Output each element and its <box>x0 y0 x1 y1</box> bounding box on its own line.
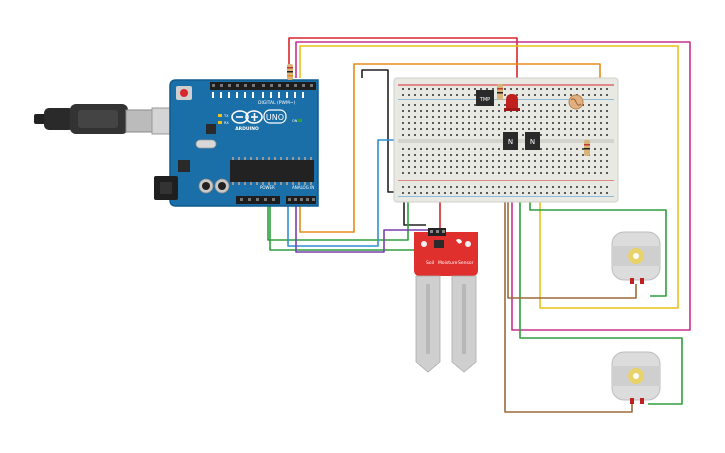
usb-chip <box>206 124 216 134</box>
soil-moisture-sensor[interactable]: Soil Moisture Sensor <box>414 228 478 373</box>
uno-text: UNO <box>266 113 284 122</box>
reset-button[interactable] <box>176 86 192 100</box>
brand-text: ARDUINO <box>235 126 259 132</box>
resistor-icon[interactable] <box>584 140 590 156</box>
resistor-icon[interactable] <box>287 64 293 80</box>
led-icon[interactable] <box>504 94 520 111</box>
dc-motor-icon[interactable] <box>611 351 661 404</box>
breadboard-holes <box>402 88 608 194</box>
tmp-sensor[interactable]: TMP <box>476 90 494 106</box>
sensor-label-1: Soil <box>426 260 434 266</box>
sensor-label-2: Moisture <box>438 260 458 266</box>
wire-purple[interactable] <box>295 200 430 253</box>
power-label: POWER <box>260 185 275 190</box>
on-label: ON <box>292 119 298 123</box>
analog-label: ANALOG IN <box>292 185 314 190</box>
photoresistor-icon[interactable] <box>568 94 584 110</box>
tx-label: TX <box>223 114 229 118</box>
transistor-1-label: N <box>508 138 513 146</box>
transistor-2-label: N <box>530 138 535 146</box>
wire-black-5[interactable] <box>403 196 426 226</box>
voltage-regulator <box>178 160 190 172</box>
wire-orange[interactable] <box>299 63 601 233</box>
resistor-icon[interactable] <box>497 84 503 100</box>
wire-brown[interactable] <box>504 158 633 413</box>
wire-yellow[interactable] <box>299 45 679 309</box>
wire-red[interactable] <box>288 37 518 100</box>
atmega-chip <box>230 157 314 185</box>
arduino-logo: UNO ARDUINO <box>231 109 287 132</box>
transistor-1[interactable]: N <box>503 132 518 150</box>
wire-brown-2[interactable] <box>507 158 637 299</box>
crystal <box>195 139 217 149</box>
wire-magenta[interactable] <box>295 41 691 331</box>
dc-motor-icon[interactable] <box>611 231 661 284</box>
tmp-label: TMP <box>479 97 490 103</box>
dc-jack-icon <box>154 176 178 200</box>
digital-label: DIGITAL (PWM~) <box>258 100 296 106</box>
usb-cable-icon[interactable] <box>34 104 189 135</box>
arduino-board[interactable]: DIGITAL (PWM~) UNO ARDUINO TX RX ON <box>154 79 319 207</box>
rx-label: RX <box>224 121 229 125</box>
transistor-2[interactable]: N <box>525 132 540 150</box>
wire-green-6[interactable] <box>519 158 683 405</box>
sensor-label-3: Sensor <box>458 260 474 266</box>
